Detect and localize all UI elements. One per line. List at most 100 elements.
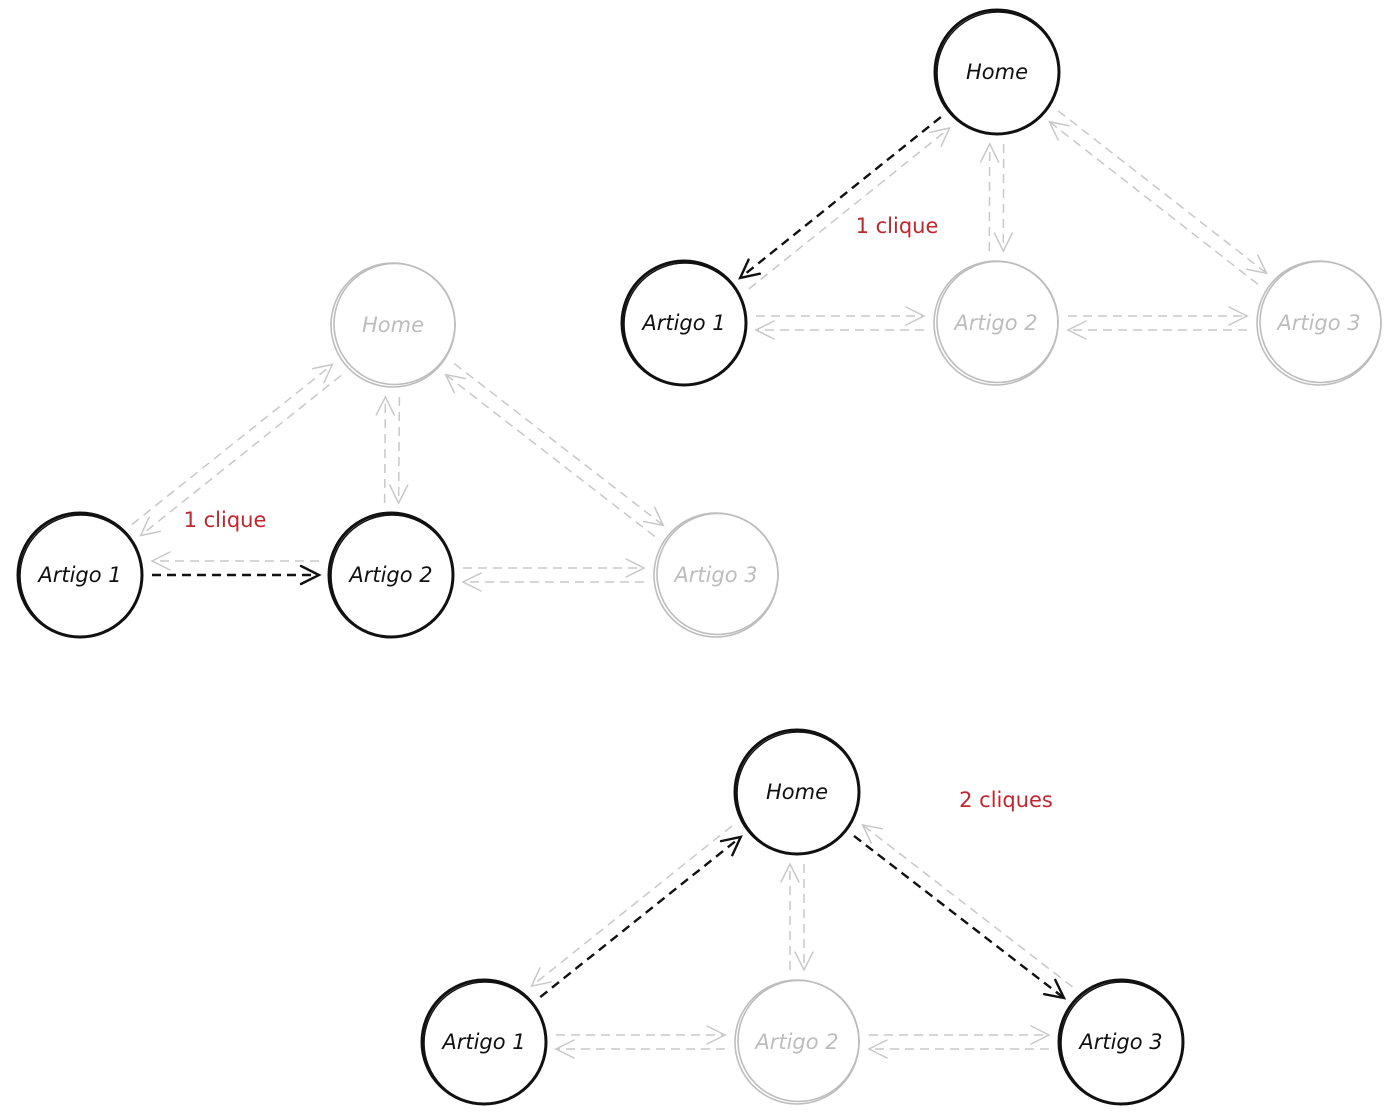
edge-home-to-a3 bbox=[1057, 110, 1268, 275]
node-label: Artigo 2 bbox=[347, 563, 432, 587]
edge-a3-to-a2 bbox=[461, 572, 644, 592]
edge-home-to-a1-arrowhead bbox=[530, 967, 552, 988]
edge-a1-to-a2 bbox=[556, 1025, 727, 1045]
edge-a3-to-home bbox=[444, 373, 656, 538]
edge-home-to-a2-arrowhead bbox=[993, 232, 1014, 253]
edge-a2-to-a3 bbox=[1068, 306, 1249, 326]
node-circle-sketch bbox=[1259, 260, 1382, 384]
edge-a3-to-home bbox=[861, 823, 1074, 988]
node-a1: Artigo 1 bbox=[16, 511, 144, 639]
node-a2: Artigo 2 bbox=[327, 511, 455, 639]
edge-a1-to-home bbox=[539, 835, 743, 999]
edge-home-to-a1 bbox=[738, 116, 942, 280]
edge-home-to-a3-arrowhead bbox=[1043, 978, 1067, 1000]
edge-a3-to-home-line bbox=[1049, 121, 1259, 285]
edge-a1-to-a2 bbox=[152, 564, 322, 586]
edge-a2-to-home bbox=[780, 862, 800, 970]
click-count-note: 2 cliques bbox=[959, 788, 1053, 812]
edge-a1-to-home-arrowhead bbox=[311, 363, 334, 384]
node-a2: Artigo 2 bbox=[933, 260, 1059, 386]
node-a3: Artigo 3 bbox=[653, 512, 779, 638]
edge-a2-to-home-arrowhead bbox=[780, 862, 800, 883]
edge-home-to-a1-line bbox=[739, 116, 942, 279]
click-count-note: 1 clique bbox=[856, 214, 939, 238]
node-label: Artigo 1 bbox=[36, 563, 121, 587]
node-circle-sketch bbox=[333, 262, 456, 386]
node-a1: Artigo 1 bbox=[420, 978, 548, 1106]
edge-a3-to-a2-arrowhead bbox=[461, 572, 482, 592]
node-a1: Artigo 1 bbox=[620, 259, 748, 387]
edge-a2-to-home bbox=[979, 142, 1000, 251]
node-home: Home bbox=[733, 728, 861, 856]
edge-a1-to-a2-arrowhead bbox=[905, 306, 926, 326]
node-circle-sketch bbox=[19, 514, 143, 638]
edge-a1-to-home-arrowhead bbox=[719, 835, 743, 857]
edge-home-to-a2 bbox=[388, 397, 409, 505]
edge-home-to-a3-arrowhead bbox=[642, 506, 665, 527]
edge-home-to-a1-arrowhead bbox=[139, 516, 162, 537]
edge-a3-to-home-line bbox=[445, 374, 656, 538]
node-circle-sketch bbox=[936, 260, 1059, 384]
node-circle-sketch bbox=[736, 731, 860, 855]
node-label: Home bbox=[966, 60, 1028, 84]
edge-a3-to-home-arrowhead bbox=[444, 373, 467, 394]
edge-home-to-a1 bbox=[530, 825, 733, 988]
edge-home-to-a3-arrowhead bbox=[1246, 254, 1268, 275]
node-circle-sketch bbox=[423, 981, 547, 1105]
edge-a1-to-home bbox=[748, 126, 951, 290]
edge-home-to-a1-line bbox=[140, 374, 342, 537]
edge-a3-to-a2 bbox=[1066, 320, 1247, 340]
edge-home-to-a2-line bbox=[397, 397, 401, 504]
edge-a2-to-a1 bbox=[554, 1039, 725, 1059]
node-label: Home bbox=[766, 780, 828, 804]
edge-a2-to-a3-arrowhead bbox=[1228, 306, 1249, 326]
edge-a1-to-home-arrowhead bbox=[929, 126, 951, 147]
edge-a1-to-a2-arrowhead bbox=[299, 564, 322, 586]
node-home: Home bbox=[330, 262, 456, 388]
edge-home-to-a3 bbox=[853, 835, 1067, 1000]
edge-a2-to-a1-arrowhead bbox=[754, 320, 775, 340]
edge-a3-to-home-line bbox=[862, 824, 1074, 988]
edge-a1-to-home-line bbox=[131, 363, 333, 526]
edge-a2-to-a1-arrowhead bbox=[554, 1039, 575, 1059]
node-label: Artigo 3 bbox=[672, 563, 757, 587]
edge-home-to-a3-line bbox=[1057, 110, 1267, 274]
edge-a1-to-a2-arrowhead bbox=[706, 1025, 727, 1045]
edge-a2-to-a1 bbox=[150, 551, 319, 571]
edge-a2-to-a3 bbox=[463, 558, 646, 578]
edge-a1-to-home-line bbox=[748, 127, 951, 290]
node-circle-sketch bbox=[936, 11, 1060, 135]
edge-a3-to-a2-arrowhead bbox=[1066, 320, 1087, 340]
node-label: Home bbox=[362, 313, 424, 337]
edge-a2-to-home bbox=[375, 395, 396, 503]
node-circle-sketch bbox=[656, 512, 779, 636]
edge-home-to-a1-arrowhead bbox=[738, 258, 762, 280]
node-label: Artigo 2 bbox=[952, 311, 1037, 335]
edge-a1-to-home-line bbox=[539, 835, 742, 999]
node-a3: Artigo 3 bbox=[1057, 978, 1185, 1106]
edge-a3-to-a2 bbox=[867, 1039, 1049, 1059]
node-circle-sketch bbox=[737, 979, 860, 1103]
edge-a2-to-a3-arrowhead bbox=[1030, 1025, 1051, 1045]
edge-a3-to-a2-arrowhead bbox=[867, 1039, 888, 1059]
edge-home-to-a3-line bbox=[853, 835, 1065, 999]
edge-a2-to-a1-arrowhead bbox=[150, 551, 171, 571]
node-a3: Artigo 3 bbox=[1256, 260, 1382, 386]
edge-home-to-a3-line bbox=[453, 362, 664, 526]
node-label: Artigo 1 bbox=[440, 1030, 525, 1054]
edge-a2-to-home-arrowhead bbox=[979, 142, 1000, 163]
edge-home-to-a1 bbox=[139, 374, 342, 537]
edge-home-to-a2 bbox=[993, 144, 1014, 253]
edge-a1-to-a2 bbox=[756, 306, 926, 326]
edge-a2-to-a3 bbox=[869, 1025, 1051, 1045]
node-home: Home bbox=[933, 8, 1061, 136]
edge-home-to-a2 bbox=[794, 864, 814, 972]
edge-a2-to-home-arrowhead bbox=[375, 395, 396, 416]
edge-a2-to-a3-arrowhead bbox=[625, 558, 646, 578]
edge-home-to-a1-line bbox=[531, 825, 733, 987]
node-label: Artigo 2 bbox=[753, 1030, 838, 1054]
